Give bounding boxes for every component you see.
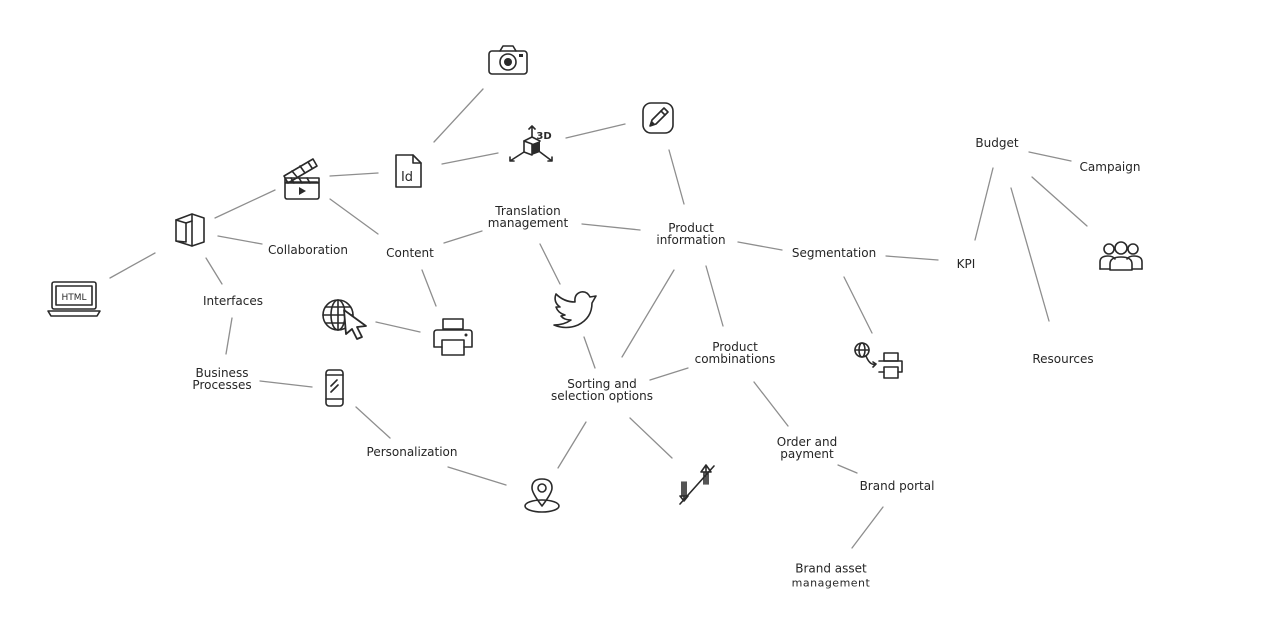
connector [539,243,561,285]
connector [375,321,421,333]
clapperboard-icon [280,156,322,202]
node-resources: Resources [1032,352,1094,366]
location-pin-icon [522,476,562,516]
connector [329,172,379,177]
svg-text:HTML: HTML [61,293,86,303]
connector [565,123,626,139]
connector [421,269,437,307]
node-kpi: KPI [956,257,976,271]
connector [705,265,724,327]
node-segmentation: Segmentation [791,246,877,260]
connector-lines [109,88,1088,549]
connector [205,257,223,285]
connector [441,152,499,165]
pencil-edit-icon [640,100,676,136]
connector [1010,187,1050,322]
3d-cube-icon: 3D [504,124,556,170]
connector [629,417,673,459]
node-brand-portal: Brand portal [859,479,935,493]
connector [737,241,783,251]
connector [649,367,689,381]
smartphone-icon [322,368,346,408]
connector [1031,176,1088,227]
connector [753,381,789,427]
connector [225,317,233,355]
team-people-icon [1098,238,1144,274]
connector [355,406,391,439]
connector [621,269,675,358]
connector [581,223,641,231]
node-personalization: Personalization [366,445,458,459]
laptop-html-icon: HTML [46,280,102,320]
connector [843,276,873,334]
connector [851,506,884,549]
indesign-file-icon: Id [392,152,424,190]
connector [259,380,313,388]
connector [583,336,596,369]
office-icon [172,212,208,248]
connector [837,464,858,474]
connector [1028,151,1072,162]
connector [447,466,507,486]
connector [217,235,263,245]
printer-icon [432,316,474,358]
connector [557,421,587,469]
connector [214,189,276,219]
connector [668,149,685,205]
node-content: Content [386,246,434,260]
node-budget: Budget [975,136,1019,150]
svg-text:3D: 3D [536,131,551,142]
node-collaboration: Collaboration [268,243,348,257]
sort-arrows-icon [676,460,718,506]
connector [443,230,483,244]
node-campaign: Campaign [1079,160,1141,174]
svg-text:Id: Id [401,170,413,185]
web-printer-icon [852,340,908,380]
node-interfaces: Interfaces [203,294,263,308]
connector [885,255,939,261]
connector [329,198,379,235]
camera-icon [486,44,530,78]
connector [433,88,484,143]
twitter-bird-icon [550,288,600,330]
connector [974,167,994,241]
connector [109,252,156,279]
globe-cursor-icon [320,296,370,340]
